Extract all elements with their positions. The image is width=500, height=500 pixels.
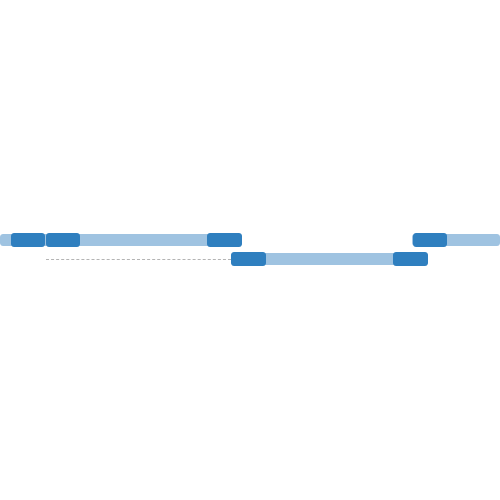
lane-2-block [393,252,428,266]
lane-1-block [207,233,242,247]
lane-1-block [413,233,447,247]
lane-2-dashed-connector [46,259,231,260]
lane-1-block [46,233,80,247]
lane-1-block [11,233,45,247]
lane-2-block [231,252,266,266]
lane-2-track [231,253,428,265]
